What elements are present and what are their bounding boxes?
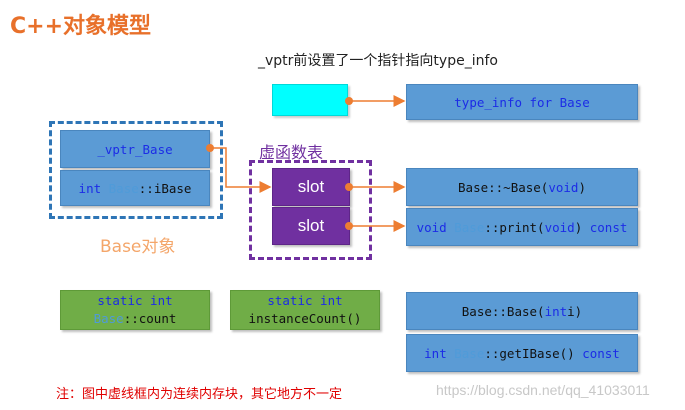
static-member-type: static int [97,293,173,308]
arrow-typeinfo [345,95,406,107]
print-name: ::print( [484,219,545,235]
ibase-type: int [78,180,102,196]
arrow-slot1 [345,181,406,193]
arrow-vptr [206,144,272,193]
print-arg: void [544,219,575,235]
constructor-name: Base::Base( [461,303,545,319]
destructor-arg: void [548,179,579,195]
vtable-slot-1: slot [272,168,350,206]
destructor-box: Base::~Base(void) [406,168,638,206]
static-member-name: ::count [123,311,177,326]
constructor-box: Base::Base(int i) [406,292,638,330]
footnote: 注：图中虚线框内为连续内存块，其它地方不一定 [56,387,343,402]
vptr-cell: _vptr_Base [60,130,210,168]
destructor-name: Base::~Base( [458,179,549,195]
print-const: const [589,219,628,235]
getter-return: int [424,345,447,361]
static-function-type: static int [267,293,343,308]
object-caption: Base对象 [100,237,176,257]
print-class: Base [454,219,485,235]
static-function-name: instanceCount() [248,311,362,326]
ibase-class: Base [108,180,139,196]
watermark: https://blog.csdn.net/qq_41033011 [436,382,650,398]
slot-2-label: slot [297,216,325,235]
type-info-label: type_info for Base [454,94,590,110]
vtable-slot-2: slot [272,207,350,245]
vtable-frame [249,160,372,260]
diagram-title: C++对象模型 [10,14,152,39]
getter-const: const [582,345,620,361]
ibase-name: ::iBase [138,180,192,196]
arrow-slot2 [345,220,406,232]
destructor-close: ) [578,179,586,195]
vtable-caption: 虚函数表 [259,143,324,162]
getter-box: int Base::getIBase() const [406,334,638,372]
static-member-box: static int Base::count [60,290,210,330]
slot-1-label: slot [297,177,325,196]
constructor-arg: i) [567,303,583,319]
print-close: ) [574,219,583,235]
type-info-pointer-box [272,84,348,116]
constructor-type: int [544,303,568,319]
type-info-box: type_info for Base [406,84,638,120]
arrow-vptr-line [210,147,272,193]
print-return: void [416,219,447,235]
static-function-box: static int instanceCount() [230,290,380,330]
ibase-cell: int Base::iBase [60,170,210,206]
getter-class: Base [454,345,485,361]
vptr-note: _vptr前设置了一个指针指向type_info [258,53,498,69]
vptr-label: _vptr_Base [97,141,173,157]
static-member-class: Base [93,311,124,326]
object-frame [49,121,223,219]
getter-name: ::getIBase() [484,345,575,361]
print-function-box: void Base::print(void) const [406,208,638,246]
